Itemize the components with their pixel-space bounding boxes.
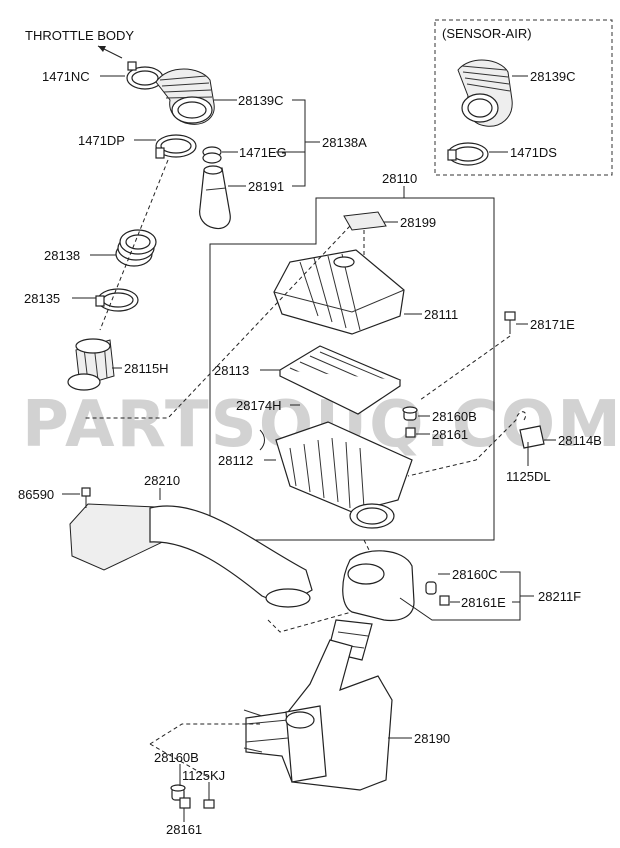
collar-28161E-part — [439, 595, 450, 606]
label-plate-28199-part — [343, 211, 387, 231]
duct-28210-part — [69, 503, 313, 608]
resonator-28190-part — [243, 639, 393, 791]
callout-28160B-top: 28160B — [432, 409, 477, 424]
collar-28161-top-part — [405, 427, 416, 438]
callout-28115H: 28115H — [124, 361, 169, 376]
callout-28210: 28210 — [144, 473, 180, 488]
callout-28139C-main: 28139C — [238, 93, 284, 108]
collar-28161-bottom-part — [179, 797, 191, 809]
bolt-1125KJ-part — [203, 790, 215, 809]
callout-1471DS: 1471DS — [510, 145, 557, 160]
callout-1471EG: 1471EG — [239, 145, 287, 160]
grommet-28160C-part — [425, 581, 437, 595]
callout-28191: 28191 — [248, 179, 284, 194]
clamp-1471DP-part — [155, 134, 197, 159]
callout-28113: 28113 — [214, 363, 249, 378]
inset-title: (SENSOR-AIR) — [442, 26, 532, 41]
callout-28160B-bottom: 28160B — [154, 750, 199, 765]
filter-28113-part — [278, 345, 402, 415]
callout-1471NC: 1471NC — [42, 69, 90, 84]
clamp-1471EG-part — [202, 146, 222, 164]
grommet-28160B-bottom-part — [170, 784, 186, 801]
grommet-28160B-top-part — [402, 406, 418, 421]
bolt-28171E-part — [504, 311, 516, 334]
callout-28138: 28138 — [44, 248, 80, 263]
callout-1471DP: 1471DP — [78, 133, 125, 148]
bracket-28114B-part — [519, 425, 545, 456]
callout-28161E: 28161E — [461, 595, 506, 610]
lower-case-28112-part — [259, 421, 413, 529]
callout-28211F: 28211F — [538, 589, 581, 604]
callout-1125KJ: 1125KJ — [182, 768, 225, 783]
callout-28110: 28110 — [382, 171, 417, 186]
callout-1125DL: 1125DL — [506, 469, 551, 484]
inset-clamp-part — [447, 142, 489, 166]
callout-28112: 28112 — [218, 453, 253, 468]
sensor-air-inset-frame — [434, 19, 613, 176]
callout-28161-top: 28161 — [432, 427, 468, 442]
clamp-1471NC-part — [126, 61, 164, 90]
callout-28135: 28135 — [24, 291, 60, 306]
ring-28138-part — [115, 229, 157, 267]
screw-86590-part — [81, 487, 91, 508]
callout-28114B: 28114B — [558, 433, 602, 448]
callout-28139C-inset: 28139C — [530, 69, 576, 84]
cover-28111-part — [273, 249, 405, 335]
callout-28160C: 28160C — [452, 567, 498, 582]
callout-28171E: 28171E — [530, 317, 575, 332]
hose-28191-part — [199, 165, 231, 230]
clamp-28135-part — [95, 288, 139, 312]
inset-hose-part — [457, 59, 513, 127]
callout-28190: 28190 — [414, 731, 450, 746]
callout-28111: 28111 — [424, 307, 458, 322]
callout-28161-bottom: 28161 — [166, 822, 202, 837]
callout-86590: 86590 — [18, 487, 54, 502]
callout-28138A: 28138A — [322, 135, 367, 150]
duct-28115H-part — [67, 338, 115, 391]
hose-28139C-part — [155, 68, 215, 125]
callout-28199: 28199 — [400, 215, 436, 230]
callout-28174H: 28174H — [236, 398, 282, 413]
throttle-body-label: THROTTLE BODY — [25, 28, 134, 43]
